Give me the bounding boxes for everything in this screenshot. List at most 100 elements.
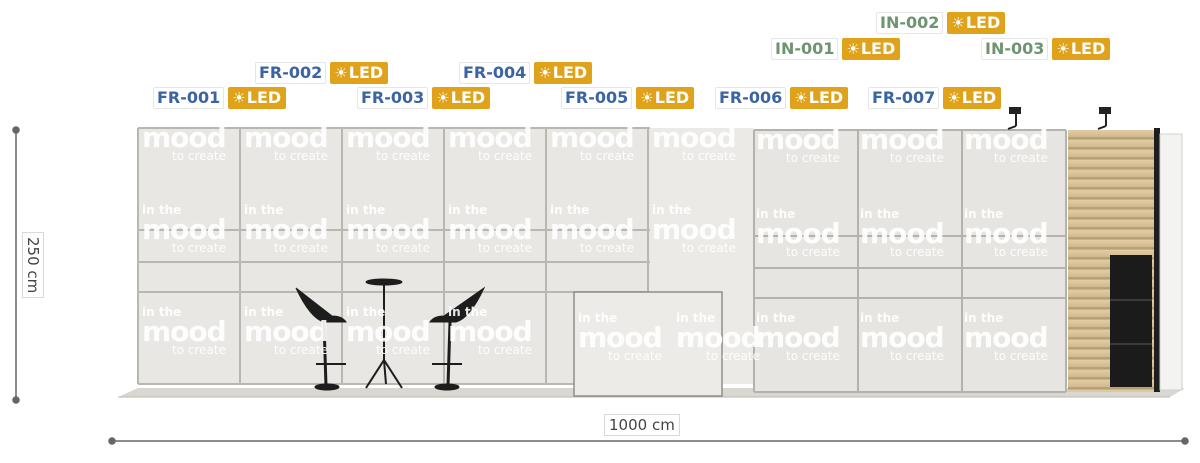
panel-logo-line3: to create <box>890 245 944 259</box>
fixture-label-fr-005: FR-005☀LED <box>561 87 695 109</box>
sun-icon: ☀ <box>794 89 808 107</box>
panel-logo-line1: in the <box>578 311 618 325</box>
panel-logo-line3: to create <box>376 343 430 357</box>
fixture-label-fr-003: FR-003☀LED <box>357 87 491 109</box>
fixture-label-in-002: IN-002☀LED <box>876 12 1006 34</box>
panel-logo-line2: mood <box>550 213 635 246</box>
spotlight <box>1007 107 1021 130</box>
led-badge: ☀LED <box>636 87 695 109</box>
panel-logo-line2: mood <box>244 213 329 246</box>
sun-icon: ☀ <box>436 89 450 107</box>
fixture-label-fr-007: FR-007☀LED <box>868 87 1002 109</box>
panel-logo-line2: mood <box>244 121 329 154</box>
sun-icon: ☀ <box>947 89 961 107</box>
led-badge: ☀LED <box>842 38 901 60</box>
panel-logo-line3: to create <box>274 241 328 255</box>
fixture-code: FR-005 <box>561 87 633 109</box>
led-text: LED <box>965 13 1001 32</box>
sun-icon: ☀ <box>846 40 860 58</box>
panel-logo-line2: mood <box>578 321 663 354</box>
panel-logo-line3: to create <box>786 245 840 259</box>
panel-logo-line1: in the <box>142 203 182 217</box>
sun-icon: ☀ <box>538 64 552 82</box>
led-text: LED <box>808 88 844 107</box>
panel-logo-line3: to create <box>580 241 634 255</box>
panel-logo-line2: mood <box>142 315 227 348</box>
fixture-code: FR-002 <box>255 62 327 84</box>
fixture-label-in-003: IN-003☀LED <box>981 38 1111 60</box>
panel-logo-line2: mood <box>346 315 431 348</box>
panel-logo-line3: to create <box>994 349 1048 363</box>
fixture-label-fr-006: FR-006☀LED <box>715 87 849 109</box>
panel-logo-line2: mood <box>448 213 533 246</box>
panel-logo-line3: to create <box>478 149 532 163</box>
panel-logo-line1: in the <box>860 207 900 221</box>
panel-logo-line2: mood <box>964 321 1049 354</box>
panel-logo-line2: mood <box>860 123 945 156</box>
height-dimension-label: 250 cm <box>22 232 44 299</box>
led-text: LED <box>860 39 896 58</box>
panel-logo-line2: mood <box>860 321 945 354</box>
sun-icon: ☀ <box>640 89 654 107</box>
led-text: LED <box>348 63 384 82</box>
panel-logo-line1: in the <box>142 305 182 319</box>
panel-logo-line2: mood <box>652 121 737 154</box>
panel-logo-line2: mood <box>448 121 533 154</box>
led-badge: ☀LED <box>943 87 1002 109</box>
panel-logo-line1: in the <box>550 203 590 217</box>
panel-logo-line3: to create <box>274 343 328 357</box>
panel-logo-line3: to create <box>706 349 760 363</box>
panel-logo-line3: to create <box>478 241 532 255</box>
panel-logo-line2: mood <box>964 217 1049 250</box>
panel-logo-line3: to create <box>478 343 532 357</box>
panel-logo-line1: in the <box>964 207 1004 221</box>
led-badge: ☀LED <box>432 87 491 109</box>
fixture-code: IN-003 <box>981 38 1049 60</box>
panel-logo-line3: to create <box>786 151 840 165</box>
panel-logo-line2: mood <box>756 217 841 250</box>
led-badge: ☀LED <box>947 12 1006 34</box>
spotlight <box>1097 107 1111 130</box>
led-text: LED <box>654 88 690 107</box>
panel-logo-line3: to create <box>994 245 1048 259</box>
panel-logo-line2: mood <box>346 213 431 246</box>
panel-logo-line1: in the <box>756 207 796 221</box>
counter <box>573 291 723 397</box>
bar-table <box>365 278 403 389</box>
panel-logo-line2: mood <box>550 121 635 154</box>
led-text: LED <box>961 88 997 107</box>
panel-logo-line2: mood <box>756 321 841 354</box>
panel-logo-line3: to create <box>274 149 328 163</box>
panel-logo-line2: mood <box>448 315 533 348</box>
sun-icon: ☀ <box>334 64 348 82</box>
panel-logo-line1: in the <box>448 203 488 217</box>
led-badge: ☀LED <box>790 87 849 109</box>
panel-logo-line1: in the <box>244 203 284 217</box>
sun-icon: ☀ <box>232 89 246 107</box>
panel-logo-line1: in the <box>860 311 900 325</box>
panel-logo-line3: to create <box>172 241 226 255</box>
wall-right <box>753 129 1067 393</box>
bar-stool <box>429 286 486 391</box>
panel-logo-line3: to create <box>682 149 736 163</box>
panel-logo-line3: to create <box>376 149 430 163</box>
panel-logo-line1: in the <box>756 311 796 325</box>
panel-logo-line2: mood <box>142 121 227 154</box>
sun-icon: ☀ <box>1056 40 1070 58</box>
panel-logo-line2: mood <box>860 217 945 250</box>
shelf-cabinet <box>1110 255 1152 387</box>
